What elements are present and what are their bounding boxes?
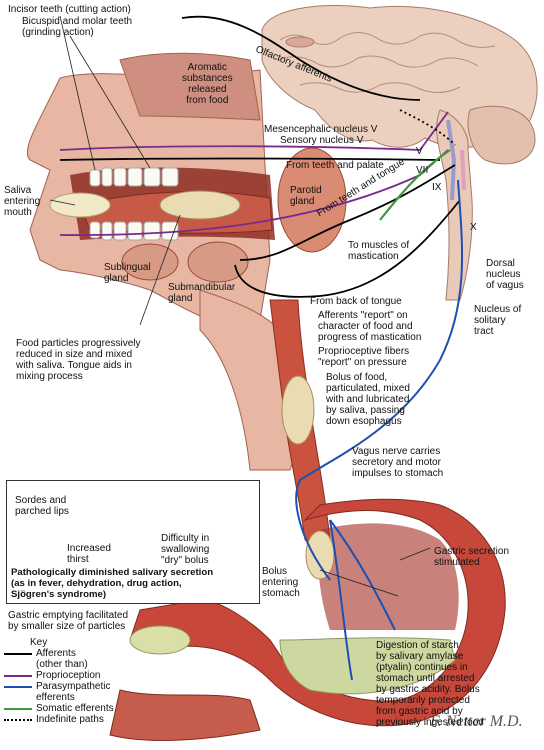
key-title: Key bbox=[30, 637, 48, 648]
label-afferents-report: Afferents "report" on character of food … bbox=[318, 310, 422, 343]
label-bicuspid: Bicuspid and molar teeth (grinding actio… bbox=[22, 16, 133, 38]
key-line-indefinite bbox=[4, 719, 32, 721]
inset-sordes: Sordes and parched lips bbox=[15, 495, 69, 517]
key-label-indefinite: Indefinite paths bbox=[36, 714, 104, 725]
label-aromatic: Aromatic substances released from food bbox=[182, 62, 233, 106]
label-solitary: Nucleus of solitary tract bbox=[474, 304, 522, 337]
label-incisor: Incisor teeth (cutting action) bbox=[8, 4, 131, 15]
label-mesencephalic: Mesencephalic nucleus V bbox=[264, 124, 378, 135]
label-gastric-emptying: Gastric emptying facilitated by smaller … bbox=[8, 610, 129, 632]
label-parotid: Parotid gland bbox=[290, 185, 322, 207]
label-sublingual: Sublingual gland bbox=[104, 262, 151, 284]
label-saliva: Saliva entering mouth bbox=[4, 185, 41, 218]
label-vagus: Vagus nerve carries secretory and motor … bbox=[352, 446, 444, 479]
key-label-somatic: Somatic efferents bbox=[36, 703, 114, 714]
label-back-tongue: From back of tongue bbox=[310, 296, 402, 307]
label-dorsal: Dorsal nucleus of vagus bbox=[486, 258, 524, 291]
inset-difficulty: Difficulty in swallowing "dry" bolus bbox=[161, 533, 210, 566]
label-sensory: Sensory nucleus V bbox=[280, 135, 364, 146]
label-food-particles: Food particles progressively reduced in … bbox=[16, 338, 141, 382]
key-label-proprioception: Proprioception bbox=[36, 670, 101, 681]
inset-caption: Pathologically diminished salivary secre… bbox=[11, 567, 214, 600]
label-teeth-palate: From teeth and palate bbox=[286, 160, 384, 171]
key-label-afferents: Afferents (other than) bbox=[36, 648, 88, 670]
esophagus bbox=[269, 299, 331, 541]
key-label-parasympathetic: Parasympathetic efferents bbox=[36, 681, 111, 703]
label-proprioceptive: Proprioceptive fibers "report" on pressu… bbox=[318, 346, 410, 368]
label-nerve-vii: VII bbox=[416, 165, 429, 176]
label-muscles: To muscles of mastication bbox=[348, 240, 410, 262]
nerve-paths bbox=[59, 15, 464, 681]
signature: F. Netter M.D. bbox=[429, 713, 523, 730]
label-bolus-food: Bolus of food, particulated, mixed with … bbox=[326, 372, 410, 427]
key-line-parasympathetic bbox=[4, 686, 32, 688]
leader-lines bbox=[49, 15, 431, 597]
stomach bbox=[109, 498, 506, 741]
label-bolus-entering: Bolus entering stomach bbox=[262, 566, 300, 599]
inset-thirst: Increased thirst bbox=[67, 543, 111, 565]
key-line-proprioception bbox=[4, 675, 32, 677]
key-line-somatic bbox=[4, 708, 32, 710]
label-gastric-secretion: Gastric secretion stimulated bbox=[434, 546, 510, 568]
label-digestion: Digestion of starch by salivary amylase … bbox=[376, 640, 484, 728]
label-nerve-x: X bbox=[470, 222, 477, 233]
inset-box: Sordes and parched lips Increased thirst… bbox=[6, 480, 260, 604]
label-nerve-ix: IX bbox=[432, 182, 442, 193]
label-submandibular: Submandibular gland bbox=[168, 282, 236, 304]
label-nerve-v: V bbox=[416, 146, 423, 157]
brain bbox=[261, 5, 538, 301]
key-line-afferents bbox=[4, 653, 32, 655]
